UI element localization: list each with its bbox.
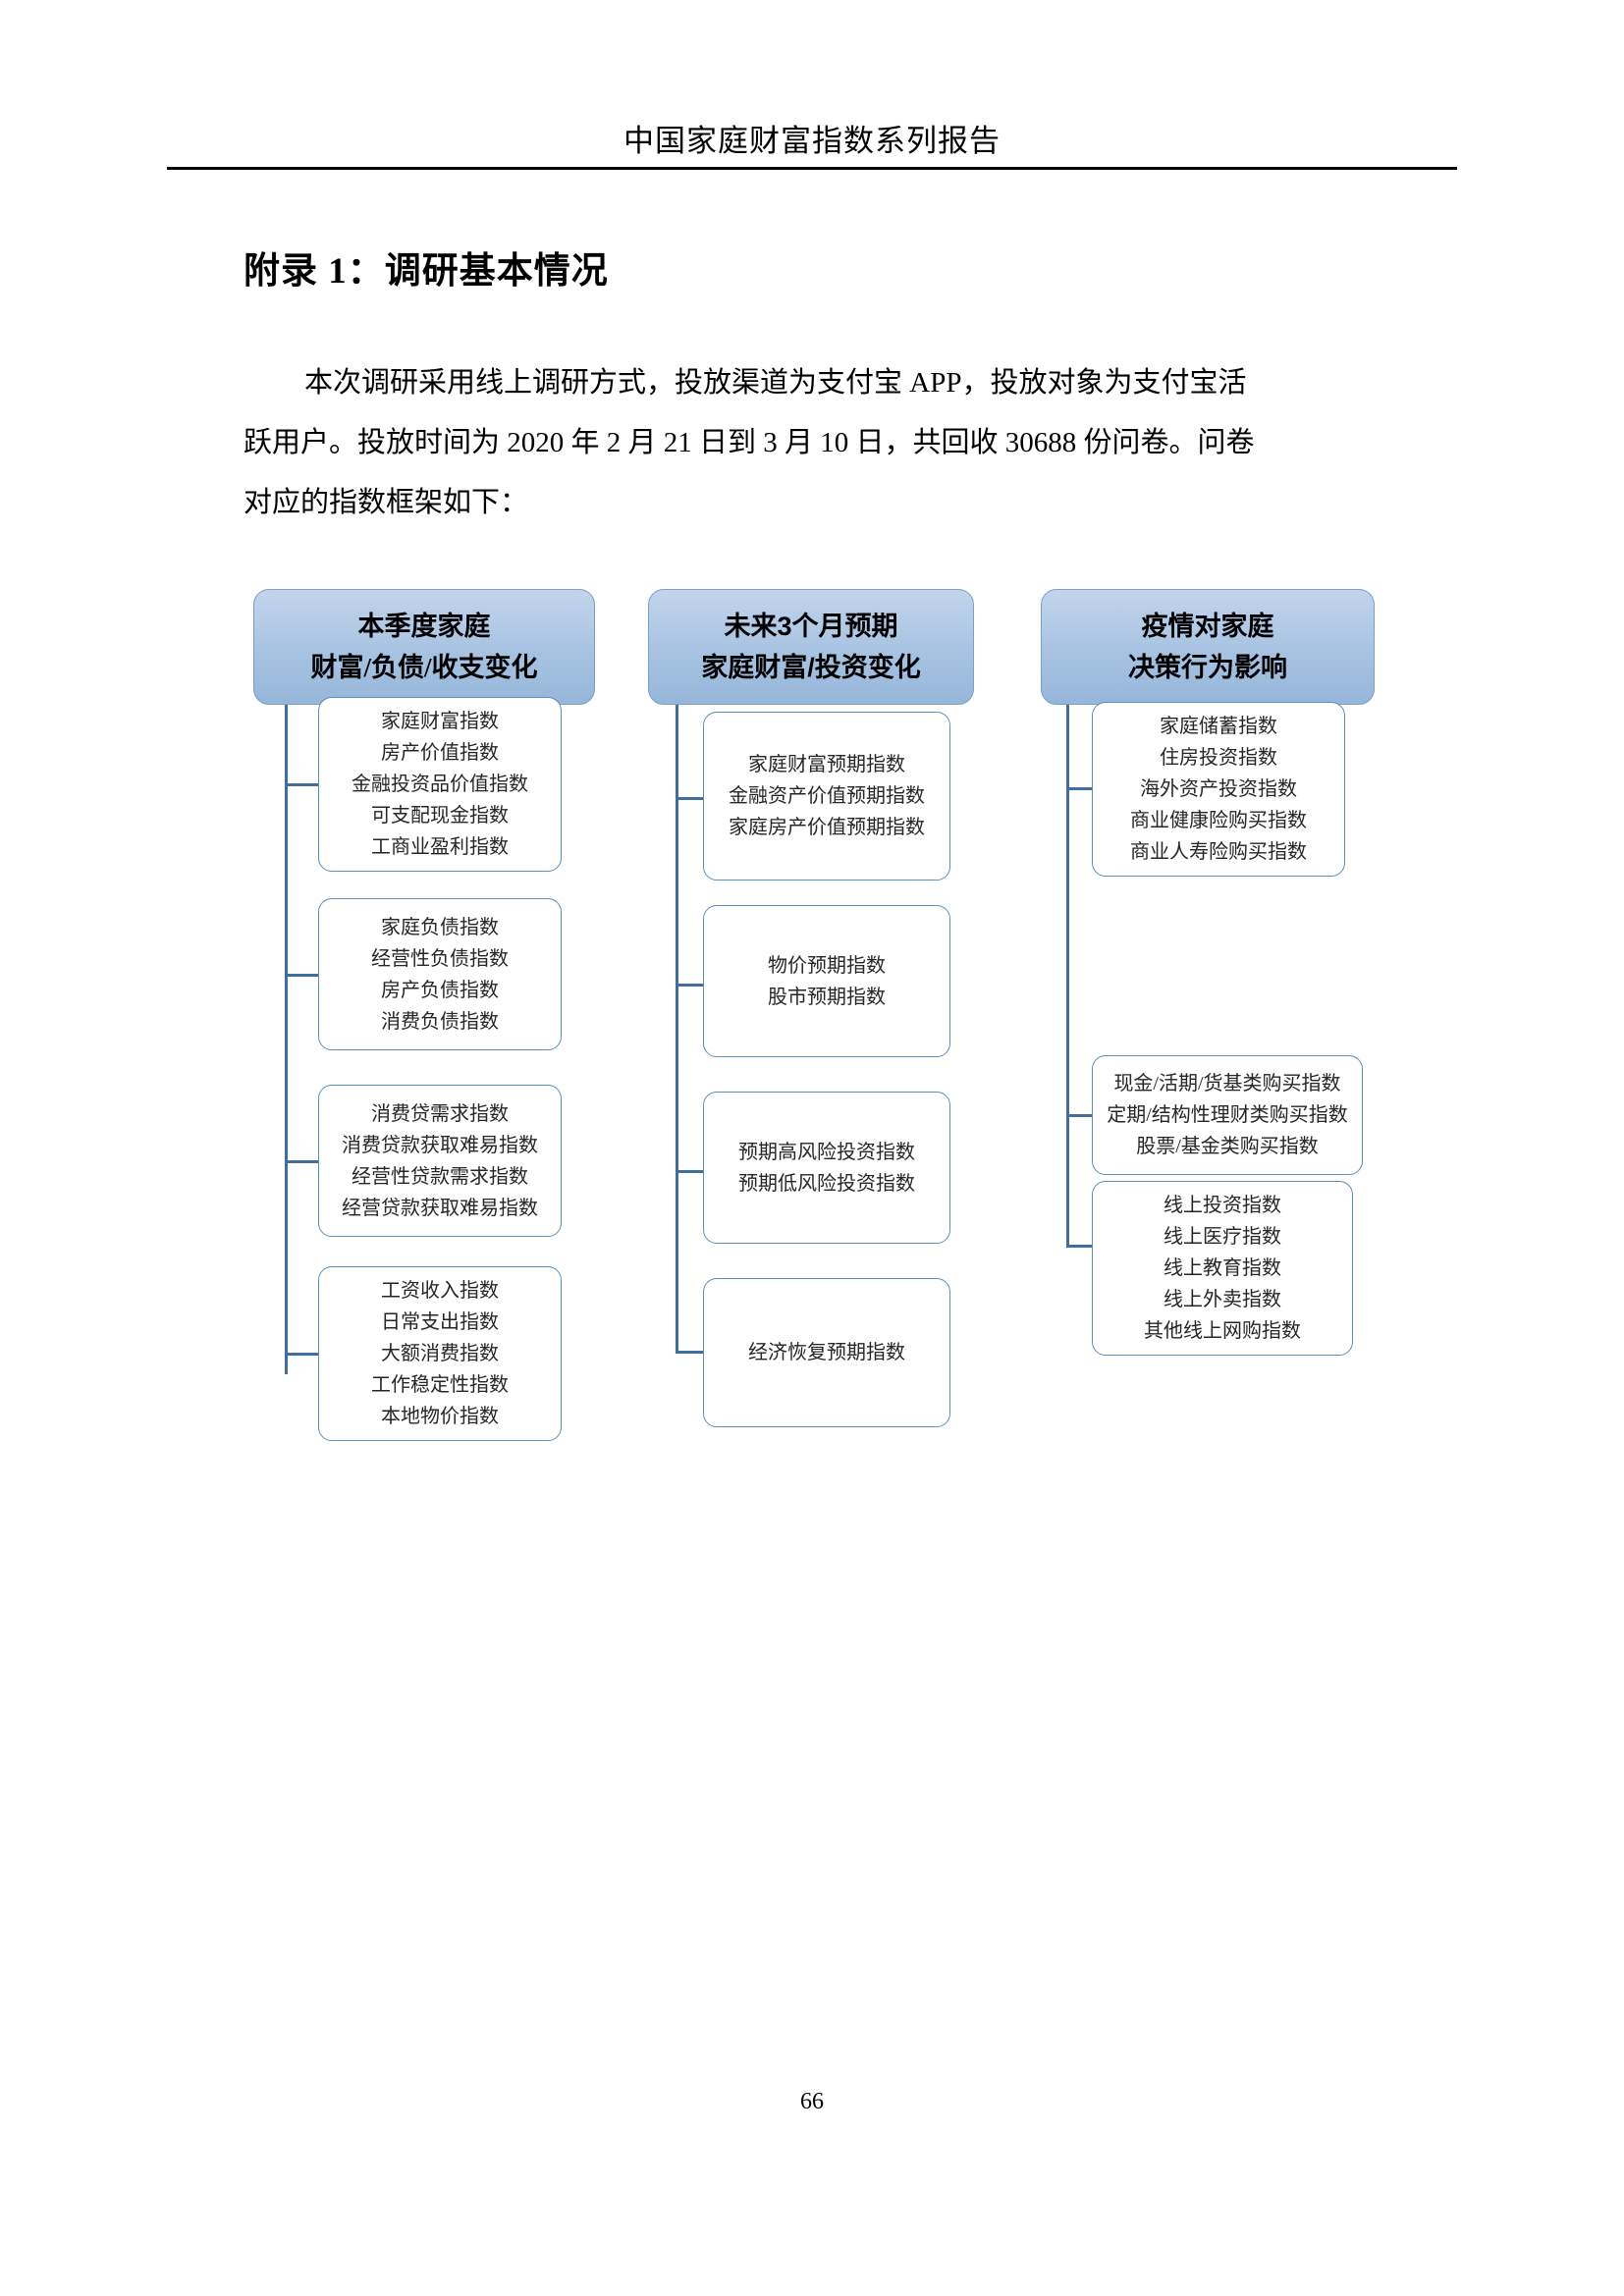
leaf-item: 家庭财富指数	[381, 711, 499, 732]
column-2-branch-2	[676, 984, 705, 987]
leaf-item: 其他线上网购指数	[1144, 1320, 1301, 1342]
leaf-item: 现金/活期/货基类购买指数	[1113, 1073, 1341, 1095]
column-3-header-line-1: 疫情对家庭	[1141, 612, 1274, 641]
section-title: 附录 1：调研基本情况	[244, 251, 609, 292]
column-3-header-line-2: 决策行为影响	[1128, 653, 1287, 682]
leaf-item: 预期高风险投资指数	[738, 1141, 915, 1163]
column-1-header-box: 本季度家庭 财富/负债/收支变化	[253, 589, 595, 705]
column-2-spine	[676, 705, 678, 1353]
leaf-item: 线上外卖指数	[1164, 1289, 1281, 1310]
column-3-branch-3	[1066, 1245, 1094, 1248]
leaf-item: 家庭财富预期指数	[748, 754, 905, 775]
column-1-group-4-box: 工资收入指数 日常支出指数 大额消费指数 工作稳定性指数 本地物价指数	[318, 1266, 562, 1441]
leaf-item: 房产价值指数	[381, 742, 499, 764]
column-1-group-2-box: 家庭负债指数 经营性负债指数 房产负债指数 消费负债指数	[318, 898, 562, 1050]
column-3-branch-1	[1066, 787, 1094, 790]
leaf-item: 日常支出指数	[381, 1311, 499, 1333]
leaf-item: 定期/结构性理财类购买指数	[1107, 1104, 1348, 1126]
leaf-item: 物价预期指数	[768, 954, 886, 977]
leaf-item: 房产负债指数	[381, 979, 499, 1001]
leaf-item: 工作稳定性指数	[371, 1374, 509, 1396]
leaf-item: 大额消费指数	[381, 1343, 499, 1364]
index-framework-diagram: 本季度家庭 财富/负债/收支变化 家庭财富指数 房产价值指数 金融投资品价值指数…	[244, 579, 1422, 1561]
leaf-item: 家庭负债指数	[381, 916, 499, 938]
column-1-branch-3	[285, 1160, 320, 1163]
leaf-item: 股市预期指数	[768, 986, 886, 1008]
column-2-branch-4	[676, 1351, 705, 1354]
leaf-item: 商业人寿险购买指数	[1130, 841, 1307, 863]
leaf-item: 本地物价指数	[381, 1406, 499, 1427]
column-1-group-3-box: 消费贷需求指数 消费贷款获取难易指数 经营性贷款需求指数 经营贷款获取难易指数	[318, 1085, 562, 1237]
leaf-item: 预期低风险投资指数	[738, 1172, 915, 1195]
column-3-branch-2	[1066, 1114, 1094, 1117]
column-2-group-4-box: 经济恢复预期指数	[703, 1278, 950, 1427]
leaf-item: 消费贷需求指数	[371, 1102, 509, 1125]
column-1-header-line-2: 财富/负债/收支变化	[310, 653, 538, 682]
paragraph-line-3: 对应的指数框架如下：	[244, 487, 529, 518]
leaf-item: 线上医疗指数	[1164, 1226, 1281, 1248]
column-1-spine	[285, 705, 288, 1374]
column-3-group-3-box: 线上投资指数 线上医疗指数 线上教育指数 线上外卖指数 其他线上网购指数	[1092, 1181, 1353, 1356]
column-1-branch-4	[285, 1353, 320, 1356]
column-3-header-box: 疫情对家庭 决策行为影响	[1041, 589, 1375, 705]
leaf-item: 海外资产投资指数	[1140, 778, 1297, 800]
leaf-item: 家庭储蓄指数	[1160, 716, 1277, 737]
column-3-spine	[1066, 705, 1069, 1247]
leaf-item: 线上投资指数	[1164, 1195, 1281, 1216]
leaf-item: 消费贷款获取难易指数	[342, 1134, 538, 1156]
paragraph-line-1: 本次调研采用线上调研方式，投放渠道为支付宝 APP，投放对象为支付宝活	[304, 367, 1247, 399]
column-2-group-1-box: 家庭财富预期指数 金融资产价值预期指数 家庭房产价值预期指数	[703, 712, 950, 881]
column-2-group-3-box: 预期高风险投资指数 预期低风险投资指数	[703, 1092, 950, 1244]
column-2-branch-1	[676, 797, 705, 800]
leaf-item: 金融资产价值预期指数	[729, 785, 925, 807]
leaf-item: 线上教育指数	[1164, 1257, 1281, 1279]
leaf-item: 经济恢复预期指数	[748, 1342, 905, 1363]
header-divider	[167, 167, 1457, 170]
leaf-item: 经营性贷款需求指数	[352, 1165, 528, 1188]
running-header: 中国家庭财富指数系列报告	[623, 124, 1001, 158]
paragraph-line-2: 跃用户。投放时间为 2020 年 2 月 21 日到 3 月 10 日，共回收 …	[244, 427, 1255, 458]
leaf-item: 经营性负债指数	[371, 947, 509, 970]
leaf-item: 工资收入指数	[381, 1280, 499, 1302]
column-2-group-2-box: 物价预期指数 股市预期指数	[703, 905, 950, 1057]
leaf-item: 经营贷款获取难易指数	[342, 1197, 538, 1219]
leaf-item: 股票/基金类购买指数	[1136, 1136, 1319, 1157]
column-1-branch-1	[285, 783, 320, 786]
leaf-item: 金融投资品价值指数	[352, 774, 528, 795]
column-2-header-line-1: 未来3个月预期	[724, 612, 898, 641]
column-3-group-2-box: 现金/活期/货基类购买指数 定期/结构性理财类购买指数 股票/基金类购买指数	[1092, 1055, 1363, 1175]
leaf-item: 商业健康险购买指数	[1130, 810, 1307, 831]
column-2-header-line-2: 家庭财富/投资变化	[701, 653, 921, 682]
column-1-group-1-box: 家庭财富指数 房产价值指数 金融投资品价值指数 可支配现金指数 工商业盈利指数	[318, 697, 562, 872]
column-3-group-1-box: 家庭储蓄指数 住房投资指数 海外资产投资指数 商业健康险购买指数 商业人寿险购买…	[1092, 702, 1345, 877]
leaf-item: 住房投资指数	[1160, 747, 1277, 769]
leaf-item: 家庭房产价值预期指数	[729, 817, 925, 838]
leaf-item: 可支配现金指数	[371, 805, 509, 827]
column-2-header-box: 未来3个月预期 家庭财富/投资变化	[648, 589, 974, 705]
column-1-header-line-1: 本季度家庭	[357, 612, 491, 641]
leaf-item: 消费负债指数	[381, 1010, 499, 1033]
column-1-branch-2	[285, 974, 320, 977]
column-2-branch-3	[676, 1170, 705, 1173]
leaf-item: 工商业盈利指数	[371, 836, 509, 858]
body-paragraph: 本次调研采用线上调研方式，投放渠道为支付宝 APP，投放对象为支付宝活 跃用户。…	[244, 353, 1402, 533]
page-number: 66	[800, 2089, 824, 2114]
